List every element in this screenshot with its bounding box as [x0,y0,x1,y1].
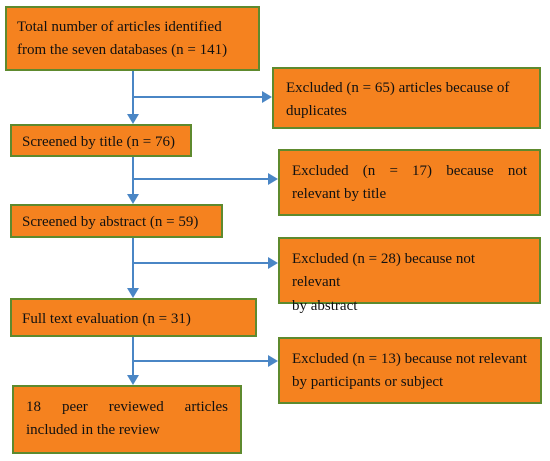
arrowhead-excl-title [268,173,278,185]
arrowhead-duplicates [262,91,272,103]
identified-line-2: from the seven databases (n = 141) [17,42,228,59]
excluded-title-line-2: relevant by title [292,186,387,203]
full-text-text: Full text evaluation (n = 31) [22,311,191,327]
excluded-abstract-line-2: by abstract [292,297,358,314]
arrowhead-title [127,114,139,124]
screened-abstract-text: Screened by abstract (n = 59) [22,214,199,230]
full-text-box: Full text evaluation (n = 31) [10,298,257,337]
included-line-1: 18 peer reviewed articles [26,399,228,415]
arrowhead-abstract [127,194,139,204]
excluded-duplicates-box: Excluded (n = 65) articles because of du… [272,67,541,129]
arrowhead-excl-abstract [268,257,278,269]
arrowhead-full [127,288,139,298]
excluded-participants-box: Excluded (n = 13) because not relevant b… [278,337,542,404]
excluded-participants-line-2: by participants or subject [292,374,444,391]
excluded-title-box: Excluded (n = 17) because not relevant b… [278,149,541,216]
excluded-title-line-1: Excluded (n = 17) because not [292,163,527,179]
included-articles-box: 18 peer reviewed articles included in th… [12,385,242,454]
arrowhead-excl-participants [268,355,278,367]
excluded-abstract-box: Excluded (n = 28) because not relevant b… [278,237,541,314]
excluded-duplicates-line-1: Excluded (n = 65) articles because of [286,80,510,96]
excluded-participants-line-1: Excluded (n = 13) because not relevant [292,351,528,367]
arrowhead-final [127,375,139,385]
identified-articles-box: Total number of articles identified from… [5,6,260,71]
screened-abstract-box: Screened by abstract (n = 59) [10,204,223,238]
screened-title-text: Screened by title (n = 76) [22,134,175,150]
identified-line-1: Total number of articles identified [17,19,222,35]
excluded-duplicates-line-2: duplicates [286,103,347,120]
screened-title-box: Screened by title (n = 76) [10,124,192,157]
included-line-2: included in the review [26,422,160,439]
excluded-abstract-line-1: Excluded (n = 28) because not relevant [292,251,475,291]
